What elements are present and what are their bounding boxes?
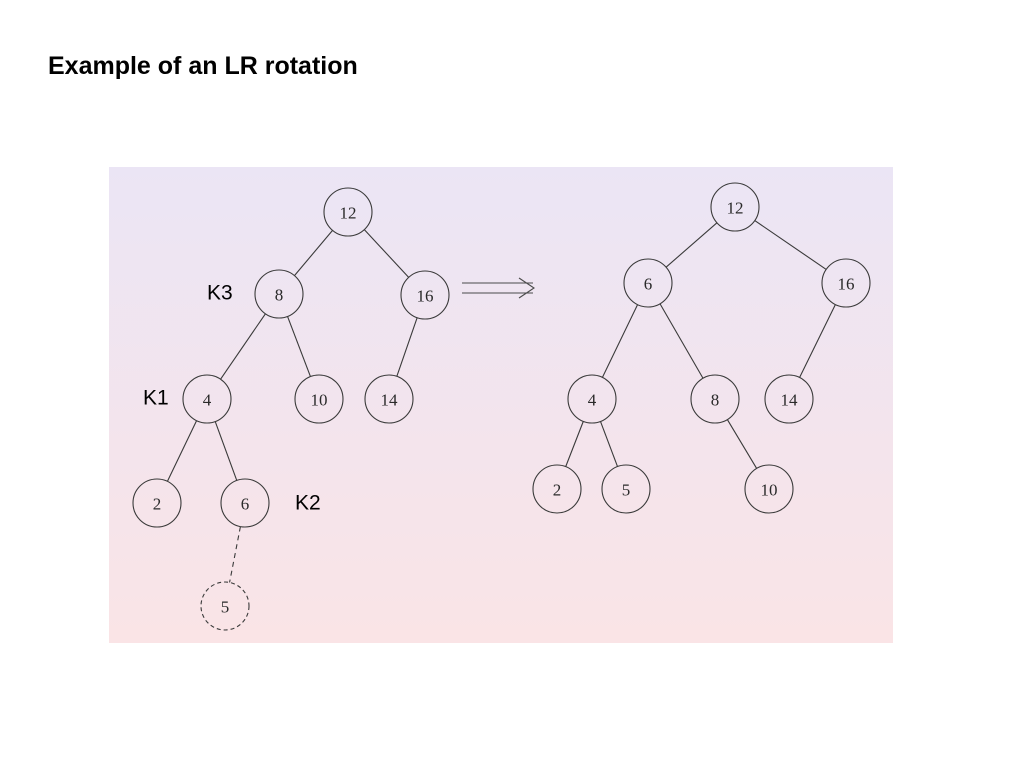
before-node-label: 14 xyxy=(381,391,399,410)
after-node-5: 5 xyxy=(601,464,651,514)
after-edge-6-8 xyxy=(659,303,704,379)
after-node-6: 6 xyxy=(623,258,673,308)
k2-label: K2 xyxy=(295,492,321,515)
before-edge-12-8 xyxy=(294,230,333,276)
before-node-5: 5 xyxy=(200,581,250,631)
after-node-circle xyxy=(532,464,582,514)
before-edge-16-14 xyxy=(396,317,418,377)
lr-rotation-figure: 12 8 16 4 10 14 2 6 5 12 6 16 4 8 14 2 5 10 K3 K1 K2 xyxy=(109,167,893,643)
after-node-4: 4 xyxy=(567,374,617,424)
before-node-circle xyxy=(220,478,270,528)
before-node-circle xyxy=(200,581,250,631)
after-edge-8-10 xyxy=(726,419,758,469)
before-node-label: 16 xyxy=(417,287,434,306)
after-node-label: 8 xyxy=(711,391,720,410)
before-edge-8-10 xyxy=(287,316,311,377)
before-node-4: 4 xyxy=(182,374,232,424)
before-edge-6-5 xyxy=(229,526,241,583)
before-edge-4-2 xyxy=(166,420,198,482)
before-node-label: 12 xyxy=(340,204,357,223)
after-edge-4-5 xyxy=(599,421,619,467)
before-node-label: 10 xyxy=(311,391,328,410)
before-node-label: 2 xyxy=(153,495,162,514)
after-node-circle xyxy=(744,464,794,514)
before-node-2: 2 xyxy=(132,478,182,528)
after-node-circle xyxy=(764,374,814,424)
diagram-background xyxy=(109,167,893,643)
before-node-circle xyxy=(182,374,232,424)
after-node-circle xyxy=(623,258,673,308)
slide-title: Example of an LR rotation xyxy=(48,52,358,80)
after-edge-16-14 xyxy=(799,304,836,378)
after-edge-12-16 xyxy=(754,220,827,270)
edges-layer xyxy=(166,220,836,583)
before-node-label: 4 xyxy=(203,391,212,410)
k1-label: K1 xyxy=(143,387,169,410)
before-node-14: 14 xyxy=(364,374,414,424)
before-node-label: 8 xyxy=(275,286,284,305)
before-edge-12-16 xyxy=(363,229,410,278)
after-node-label: 4 xyxy=(588,391,597,410)
before-node-circle xyxy=(323,187,373,237)
after-node-circle xyxy=(690,374,740,424)
after-node-12: 12 xyxy=(710,182,760,232)
after-node-label: 16 xyxy=(838,275,855,294)
nodes-layer: 12 8 16 4 10 14 2 6 5 12 6 16 4 8 14 2 5 10 xyxy=(132,182,871,631)
before-node-circle xyxy=(364,374,414,424)
after-node-8: 8 xyxy=(690,374,740,424)
before-edge-4-6 xyxy=(214,421,238,481)
before-node-circle xyxy=(254,269,304,319)
before-node-label: 6 xyxy=(241,495,250,514)
after-node-circle xyxy=(601,464,651,514)
after-edge-4-2 xyxy=(565,421,584,467)
after-edge-6-4 xyxy=(601,304,639,378)
after-node-label: 14 xyxy=(781,391,799,410)
before-node-12: 12 xyxy=(323,187,373,237)
after-node-label: 10 xyxy=(761,481,778,500)
before-node-8: 8 xyxy=(254,269,304,319)
after-node-circle xyxy=(710,182,760,232)
before-node-circle xyxy=(400,270,450,320)
before-node-label: 5 xyxy=(221,598,230,617)
after-node-16: 16 xyxy=(821,258,871,308)
after-node-label: 2 xyxy=(553,481,562,500)
before-node-10: 10 xyxy=(294,374,344,424)
after-node-label: 6 xyxy=(644,275,653,294)
k3-label: K3 xyxy=(207,282,233,305)
transition-arrow xyxy=(462,277,535,299)
after-node-2: 2 xyxy=(532,464,582,514)
after-node-label: 5 xyxy=(622,481,631,500)
before-node-circle xyxy=(294,374,344,424)
after-node-circle xyxy=(567,374,617,424)
after-node-10: 10 xyxy=(744,464,794,514)
before-edge-8-4 xyxy=(220,313,266,380)
after-edge-12-6 xyxy=(665,222,718,268)
lr-rotation-diagram: 12 8 16 4 10 14 2 6 5 12 6 16 4 8 14 2 5 10 K3 K1 K2 xyxy=(109,167,893,643)
before-node-16: 16 xyxy=(400,270,450,320)
after-node-14: 14 xyxy=(764,374,814,424)
after-node-label: 12 xyxy=(727,199,744,218)
before-node-6: 6 xyxy=(220,478,270,528)
before-node-circle xyxy=(132,478,182,528)
after-node-circle xyxy=(821,258,871,308)
